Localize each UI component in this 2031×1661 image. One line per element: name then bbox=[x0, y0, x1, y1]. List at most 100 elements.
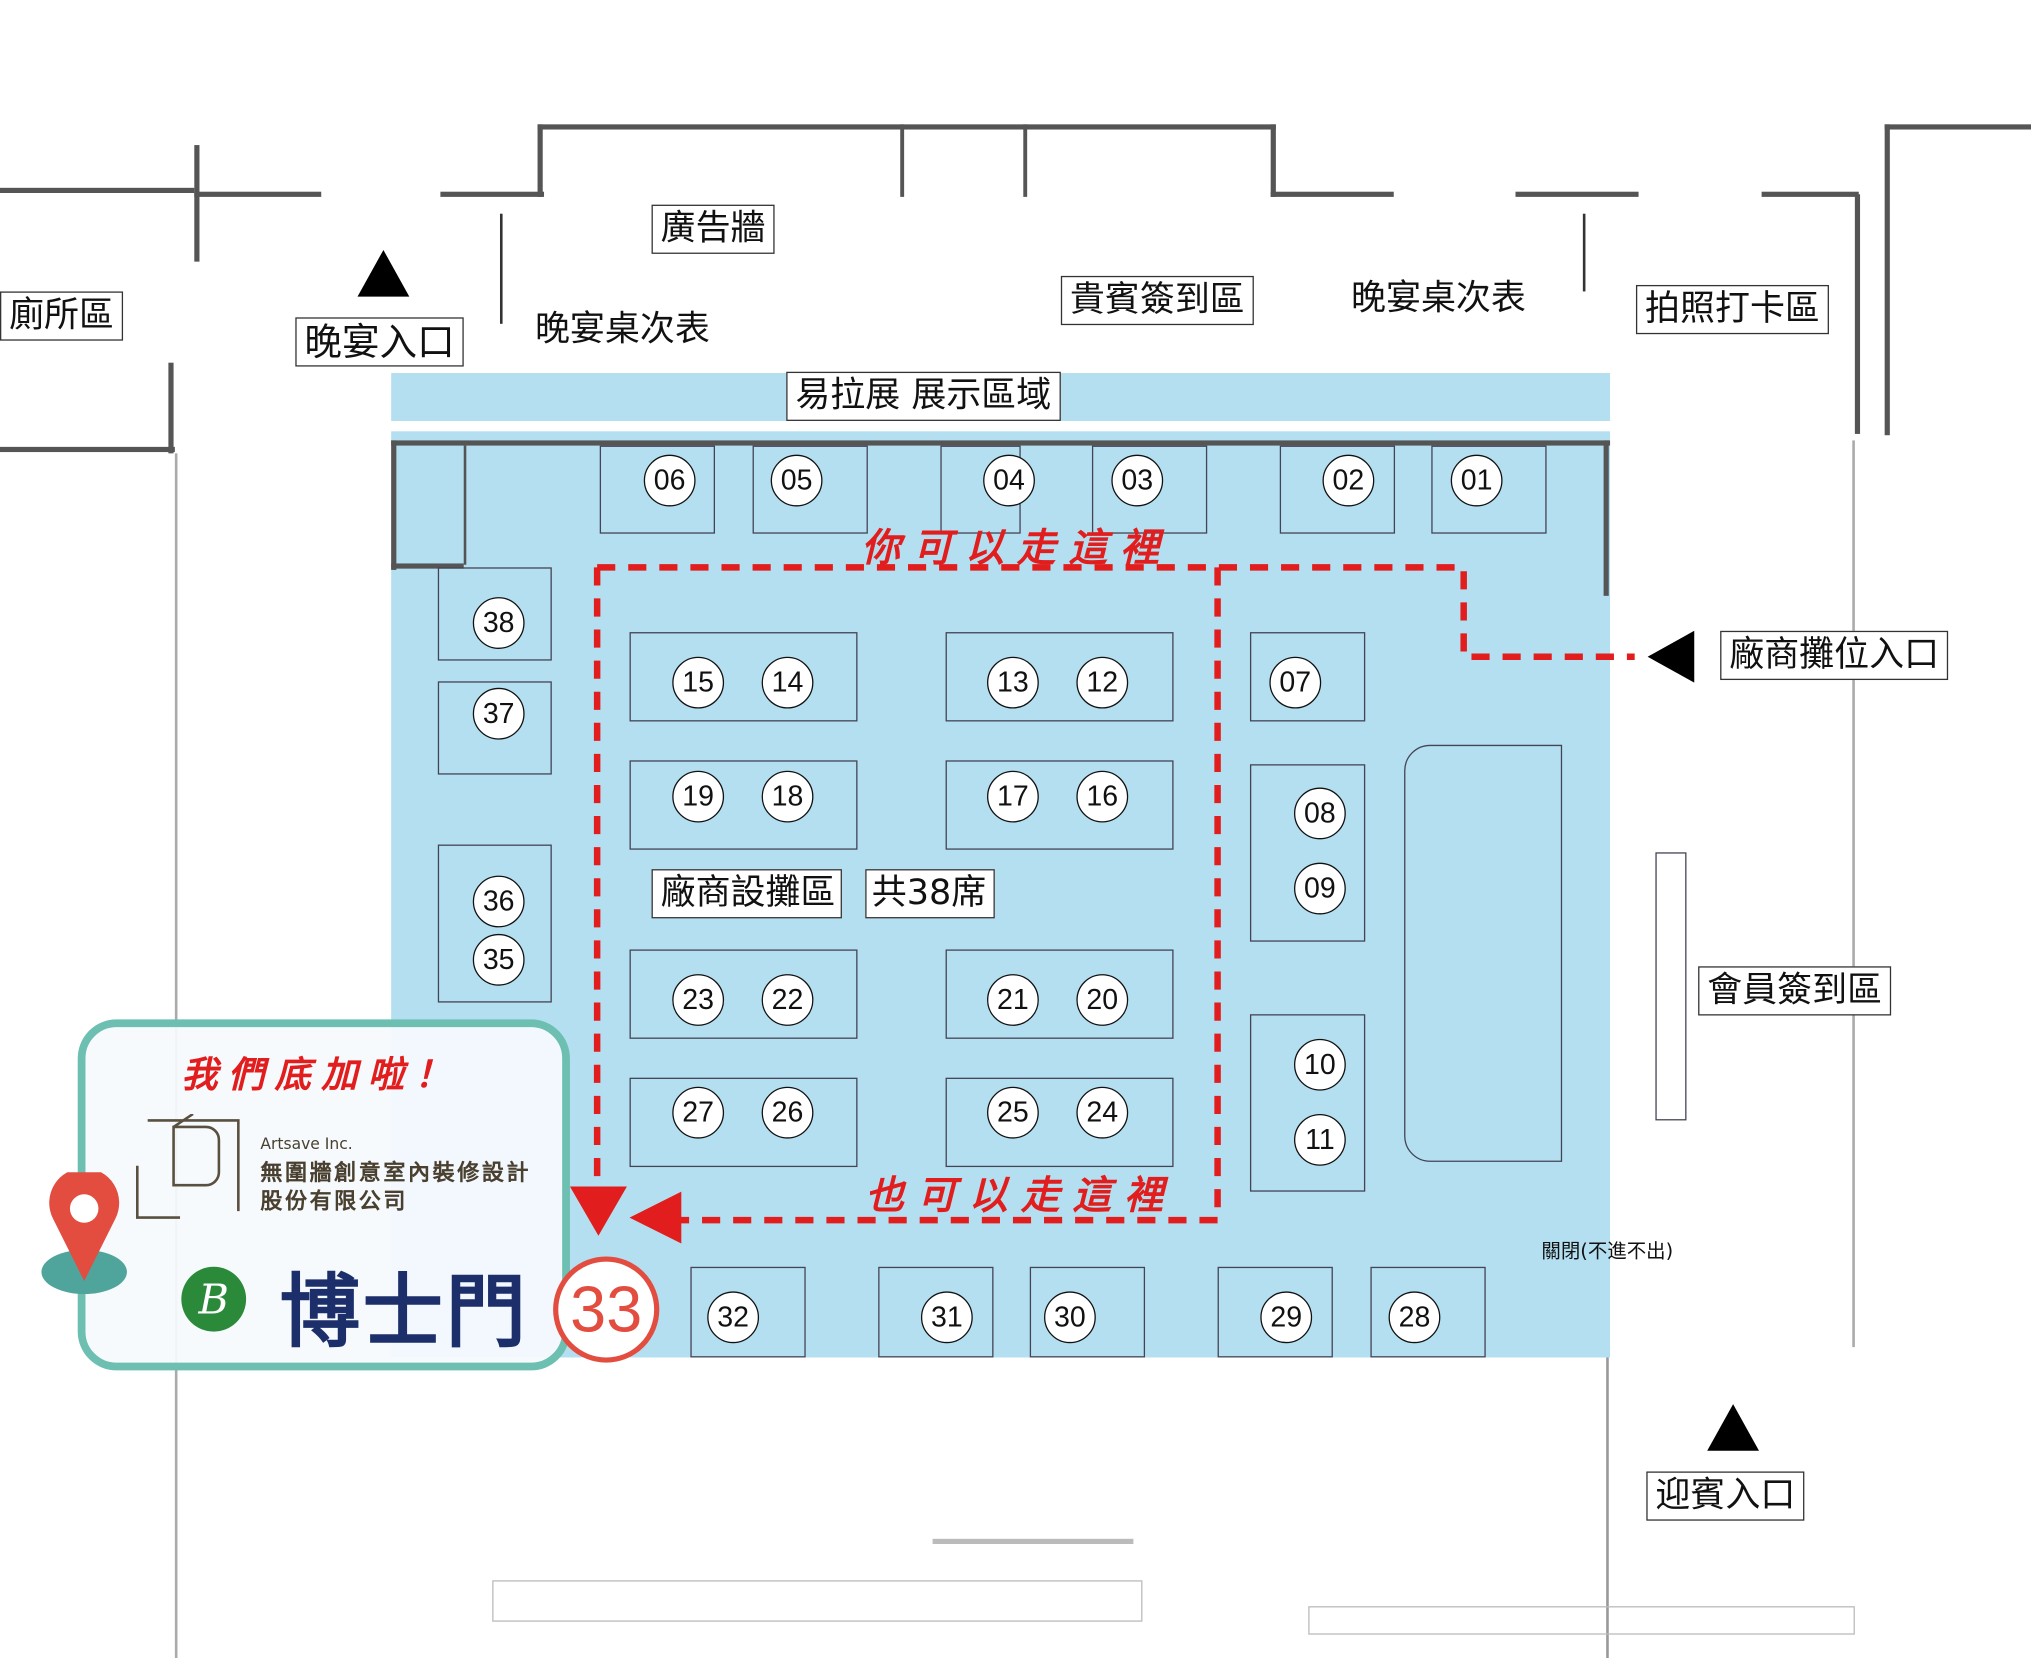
booth-35[interactable]: 35 bbox=[472, 933, 525, 986]
brand-badge-icon: B bbox=[181, 1266, 247, 1332]
stage-edge bbox=[932, 1538, 1134, 1544]
wall bbox=[194, 145, 200, 262]
booth-02[interactable]: 02 bbox=[1322, 454, 1375, 507]
table bbox=[945, 949, 1174, 1039]
table bbox=[1370, 1266, 1486, 1358]
vip-checkin-label: 貴賓簽到區 bbox=[1060, 275, 1254, 326]
table bbox=[945, 632, 1174, 722]
booth-36[interactable]: 36 bbox=[472, 875, 525, 928]
table bbox=[599, 445, 716, 534]
closed-door-label: 關閉(不進不出) bbox=[1541, 1239, 1674, 1263]
booth-05[interactable]: 05 bbox=[770, 454, 823, 507]
wall bbox=[391, 440, 1611, 446]
wall bbox=[537, 124, 543, 197]
booth-32[interactable]: 32 bbox=[707, 1291, 760, 1344]
table bbox=[1249, 764, 1366, 942]
rollup-display-label: 易拉展 展示區域 bbox=[786, 371, 1061, 421]
table bbox=[1279, 445, 1396, 534]
wall bbox=[463, 445, 467, 565]
booth-04[interactable]: 04 bbox=[983, 454, 1035, 507]
dinner-entrance-label: 晚宴入口 bbox=[295, 317, 464, 367]
vendor-area-label: 廠商設攤區 bbox=[651, 869, 842, 919]
company-en: Artsave Inc. bbox=[260, 1134, 353, 1153]
wall bbox=[1854, 194, 1861, 434]
booth-07[interactable]: 07 bbox=[1269, 656, 1322, 709]
table bbox=[752, 445, 868, 534]
photo-area-label: 拍照打卡區 bbox=[1635, 284, 1829, 335]
pointer-line bbox=[1582, 213, 1586, 292]
table bbox=[437, 681, 552, 775]
table bbox=[1091, 445, 1208, 534]
booth-23[interactable]: 23 bbox=[672, 974, 725, 1026]
table bbox=[629, 949, 858, 1039]
booth-01[interactable]: 01 bbox=[1450, 454, 1503, 507]
brand-name: 博士門 bbox=[279, 1264, 529, 1359]
welcome-entrance-label: 迎賓入口 bbox=[1646, 1471, 1805, 1521]
booth-18[interactable]: 18 bbox=[761, 770, 814, 823]
booth-28[interactable]: 28 bbox=[1388, 1291, 1441, 1344]
wall bbox=[391, 563, 464, 569]
wall bbox=[537, 124, 1276, 130]
booth-15[interactable]: 15 bbox=[672, 656, 725, 709]
booth-08[interactable]: 08 bbox=[1294, 787, 1346, 840]
booth-06[interactable]: 06 bbox=[643, 454, 696, 507]
vendor-count-label: 共38席 bbox=[865, 869, 996, 919]
booth-12[interactable]: 12 bbox=[1076, 656, 1129, 709]
table bbox=[629, 1077, 858, 1168]
booth-33-highlight[interactable]: 33 bbox=[553, 1256, 660, 1363]
booth-24[interactable]: 24 bbox=[1076, 1086, 1129, 1139]
entrance-arrow-icon bbox=[1707, 1404, 1760, 1451]
entrance-arrow-icon bbox=[357, 249, 410, 297]
arrow-down-icon bbox=[569, 1186, 627, 1236]
booth-38[interactable]: 38 bbox=[472, 597, 525, 649]
table bbox=[629, 760, 858, 850]
booth-09[interactable]: 09 bbox=[1294, 862, 1346, 915]
restroom-label: 廁所區 bbox=[0, 291, 124, 341]
dinner-seating-chart-label: 晚宴桌次表 bbox=[1350, 278, 1526, 319]
wall bbox=[0, 187, 195, 193]
member-checkin-label: 會員簽到區 bbox=[1698, 966, 1892, 1016]
wall bbox=[168, 362, 174, 454]
callout-text: 我們底加啦！ bbox=[181, 1053, 462, 1096]
booth-22[interactable]: 22 bbox=[761, 974, 814, 1026]
booth-10[interactable]: 10 bbox=[1294, 1038, 1346, 1091]
booth-25[interactable]: 25 bbox=[987, 1086, 1039, 1139]
company-zh-line2: 股份有限公司 bbox=[260, 1189, 409, 1215]
booth-26[interactable]: 26 bbox=[761, 1086, 814, 1139]
booth-14[interactable]: 14 bbox=[761, 656, 814, 709]
booth-11[interactable]: 11 bbox=[1294, 1113, 1346, 1166]
table bbox=[945, 760, 1174, 850]
wall bbox=[0, 446, 175, 453]
booth-20[interactable]: 20 bbox=[1076, 974, 1129, 1026]
wall bbox=[1852, 440, 1855, 1348]
highlight-card bbox=[77, 1019, 570, 1371]
wall bbox=[1761, 191, 1859, 197]
booth-29[interactable]: 29 bbox=[1260, 1291, 1313, 1344]
ad-wall-label: 廣告牆 bbox=[651, 204, 775, 254]
booth-31[interactable]: 31 bbox=[920, 1291, 973, 1344]
table bbox=[1249, 632, 1366, 722]
walk-here-top-text: 你可以走這裡 bbox=[861, 525, 1173, 572]
checkin-counter bbox=[1655, 852, 1687, 1121]
booth-13[interactable]: 13 bbox=[987, 656, 1039, 709]
wall bbox=[194, 191, 322, 197]
booth-27[interactable]: 27 bbox=[672, 1086, 725, 1139]
booth-37[interactable]: 37 bbox=[472, 687, 525, 740]
wall bbox=[391, 440, 397, 570]
wall bbox=[1270, 124, 1276, 197]
booth-21[interactable]: 21 bbox=[987, 974, 1039, 1026]
booth-16[interactable]: 16 bbox=[1076, 770, 1129, 823]
table bbox=[1249, 1014, 1366, 1192]
table bbox=[1431, 445, 1547, 534]
entrance-arrow-icon bbox=[1647, 630, 1695, 683]
arrow-left-icon bbox=[629, 1191, 682, 1244]
booth-19[interactable]: 19 bbox=[672, 770, 725, 823]
table bbox=[629, 632, 858, 722]
table bbox=[1217, 1266, 1333, 1358]
booth-03[interactable]: 03 bbox=[1111, 454, 1164, 507]
booth-30[interactable]: 30 bbox=[1044, 1291, 1096, 1344]
artsave-logo-icon bbox=[136, 1113, 240, 1219]
booth-17[interactable]: 17 bbox=[987, 770, 1039, 823]
